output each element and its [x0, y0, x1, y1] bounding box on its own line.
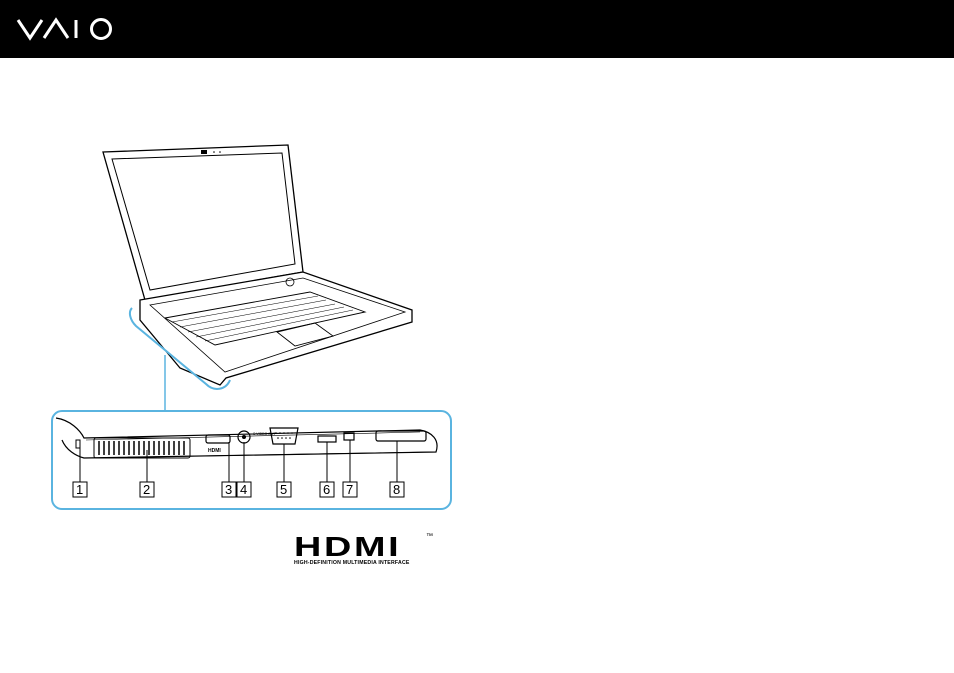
callout-6: 6	[320, 482, 334, 497]
callout-3: 3	[222, 482, 236, 497]
hdmi-tagline: HIGH-DEFINITION MULTIMEDIA INTERFACE	[294, 560, 410, 566]
callout-7: 7	[343, 482, 357, 497]
laptop-side-view: HDMI S VIDEO OUT	[56, 418, 437, 458]
svg-text:7: 7	[346, 482, 353, 497]
svg-text:S VIDEO OUT: S VIDEO OUT	[253, 432, 276, 436]
callout-4: 4	[237, 482, 251, 497]
callout-1: 1	[73, 482, 87, 497]
callout-2: 2	[140, 482, 154, 497]
callout-8: 8	[390, 482, 404, 497]
hdmi-trademark: ™	[426, 533, 433, 540]
hdmi-logo-word: HDMI	[294, 533, 401, 561]
svg-text:5: 5	[280, 482, 287, 497]
callout-5: 5	[277, 482, 291, 497]
hdmi-logo: HDMI ™ HIGH-DEFINITION MULTIMEDIA INTERF…	[294, 533, 434, 569]
svg-text:4: 4	[240, 482, 247, 497]
svg-text:HDMI: HDMI	[208, 448, 221, 454]
svg-text:8: 8	[393, 482, 400, 497]
svg-text:3: 3	[225, 482, 232, 497]
svg-text:2: 2	[143, 482, 150, 497]
svg-text:6: 6	[323, 482, 330, 497]
callout-leaders	[80, 440, 397, 482]
svg-text:1: 1	[76, 482, 83, 497]
